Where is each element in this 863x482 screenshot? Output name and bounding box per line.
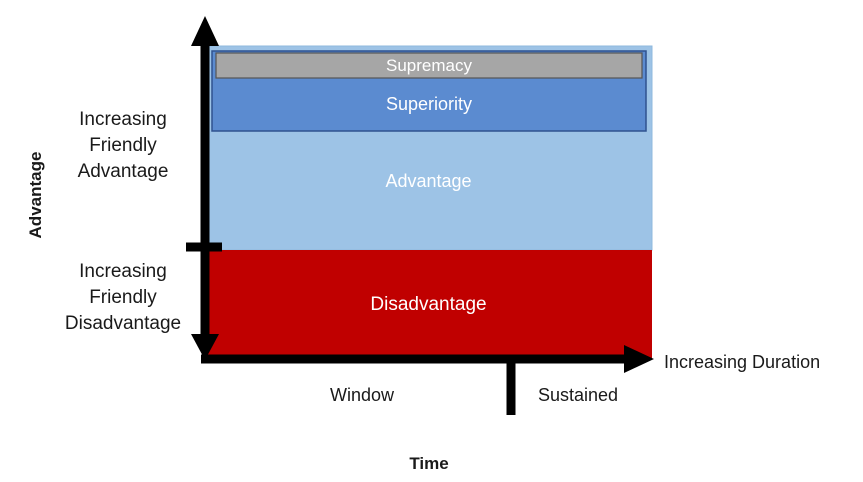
x-axis-right-arrow <box>624 345 654 373</box>
disadvantage-band <box>205 250 652 358</box>
window-segment-label: Window <box>329 385 395 405</box>
upper-label-line-1: Increasing <box>79 109 167 130</box>
upper-label-line-3: Advantage <box>77 161 169 182</box>
upper-label-line-2: Friendly <box>89 135 157 156</box>
superiority-label: Superiority <box>385 94 473 114</box>
sustained-segment-label: Sustained <box>537 385 619 405</box>
y-axis-down-arrow <box>191 334 219 360</box>
supremacy-band <box>215 52 643 79</box>
y-axis-title: Advantage <box>26 151 45 239</box>
y-axis-up-arrow <box>191 16 219 46</box>
lower-label-line-3: Disadvantage <box>64 313 182 334</box>
x-axis-end-label: Increasing Duration <box>664 352 821 372</box>
lower-label-line-2: Friendly <box>89 287 157 308</box>
increasing-friendly-advantage-label: Increasing Friendly Advantage <box>48 107 198 185</box>
supremacy-label: Supremacy <box>386 56 472 75</box>
lower-label-line-1: Increasing <box>79 261 167 282</box>
x-axis-title: Time <box>409 454 449 473</box>
advantage-label: Advantage <box>385 171 472 191</box>
increasing-friendly-disadvantage-label: Increasing Friendly Disadvantage <box>48 259 198 337</box>
disadvantage-label: Disadvantage <box>370 294 487 315</box>
